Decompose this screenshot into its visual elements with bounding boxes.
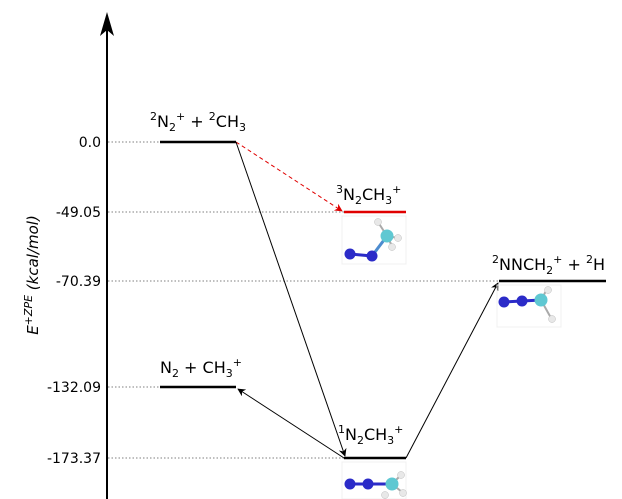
label-segment: N <box>343 185 355 204</box>
tick-label-0: 0.0 <box>79 135 101 151</box>
label-segment: 2 <box>209 110 216 123</box>
nitrogen-atom <box>362 478 374 490</box>
pathway-reactants-to-singlet <box>235 141 347 457</box>
label-segment: 2 <box>492 253 499 266</box>
label-segment: 3 <box>239 121 246 134</box>
label-segment: + <box>394 423 403 436</box>
label-segment: N <box>157 112 169 131</box>
label-segment: CH <box>364 425 387 444</box>
hydrogen-atom <box>399 489 407 497</box>
tick-label-3: -132.09 <box>47 380 101 396</box>
label-segment: H <box>593 255 605 274</box>
y-axis-arrowhead <box>100 12 114 36</box>
label-segment: 1 <box>338 423 345 436</box>
molecule-singlet-complex <box>341 461 407 499</box>
hydrogen-atom <box>381 491 389 499</box>
label-segment: 2 <box>586 253 593 266</box>
molecule-triplet-complex <box>341 215 407 265</box>
label-segment: + <box>233 356 242 369</box>
hydrogen-atom <box>548 315 556 323</box>
nitrogen-atom <box>366 250 378 262</box>
tick-label-4: -173.37 <box>47 451 101 467</box>
carbon-atom <box>380 229 394 243</box>
tick-label-2: -70.39 <box>56 274 101 290</box>
label-segment: N <box>345 425 357 444</box>
label-triplet-complex: 3N2CH3+ <box>336 183 401 207</box>
label-segment: 3 <box>226 367 233 380</box>
label-segment: 2 <box>150 110 157 123</box>
label-segment: 2 <box>357 434 364 447</box>
y-axis-label: E+ZPE (kcal/mol) <box>22 215 42 335</box>
label-reactants: 2N2+ + 2CH3 <box>150 110 246 134</box>
nitrogen-atom <box>344 478 356 490</box>
label-segment: N <box>160 358 172 377</box>
label-segment: CH <box>362 185 385 204</box>
label-segment: + CH <box>179 358 226 377</box>
hydrogen-atom <box>397 471 405 479</box>
tick-label-1: -49.05 <box>56 205 101 221</box>
label-segment: 2 <box>172 367 179 380</box>
label-segment: 3 <box>385 194 392 207</box>
hydrogen-atom <box>544 286 552 294</box>
label-segment: + <box>392 183 401 196</box>
label-n2-ch3-products: N2 + CH3+ <box>160 356 242 380</box>
label-segment: NNCH <box>499 255 546 274</box>
guide-lines <box>108 141 499 459</box>
label-singlet-complex: 1N2CH3+ <box>338 423 403 447</box>
label-segment: + <box>553 253 562 266</box>
molecule-frame <box>341 461 407 499</box>
nitrogen-atom <box>516 295 528 307</box>
pathway-singlet-to-n2-ch3 <box>237 388 345 459</box>
molecule-frame <box>341 215 407 265</box>
label-segment: + <box>185 112 209 131</box>
molecule-nnch2 <box>496 284 562 328</box>
carbon-atom <box>534 293 548 307</box>
label-segment: + <box>562 255 586 274</box>
pathway-singlet-to-nnch2 <box>405 282 499 459</box>
label-nnch2-products: 2NNCH2+ + 2H <box>492 253 605 277</box>
hydrogen-atom <box>388 243 396 251</box>
carbon-atom <box>385 477 399 491</box>
molecule-frame <box>496 284 562 328</box>
hydrogen-atom <box>374 218 382 226</box>
label-segment: + <box>176 110 185 123</box>
pathway-triplet <box>235 141 343 212</box>
label-segment: CH <box>216 112 239 131</box>
label-segment: 2 <box>355 194 362 207</box>
label-segment: 3 <box>387 434 394 447</box>
label-segment: 2 <box>546 264 553 277</box>
nitrogen-atom <box>498 296 510 308</box>
hydrogen-atom <box>394 234 402 242</box>
label-segment: 3 <box>336 183 343 196</box>
nitrogen-atom <box>344 248 356 260</box>
label-segment: 2 <box>169 121 176 134</box>
